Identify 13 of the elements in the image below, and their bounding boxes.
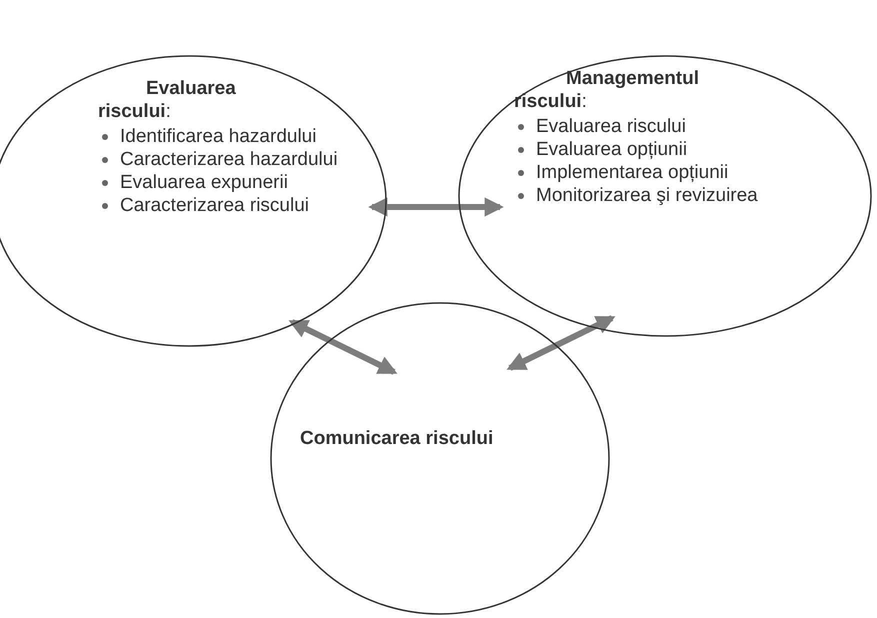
list-item: Monitorizarea şi revizuirea: [536, 185, 758, 206]
list-item: Implementarea opțiunii: [536, 162, 728, 183]
double-arrow: [368, 197, 504, 217]
double-arrow: [506, 315, 616, 371]
list-item: Caracterizarea riscului: [120, 195, 310, 216]
section-heading: Evaluarea riscului:: [98, 77, 237, 123]
list-item: Caracterizarea hazardului: [120, 149, 338, 170]
list-item: Identificarea hazardului: [120, 126, 316, 147]
double-arrow: [288, 319, 398, 375]
list-item: Evaluarea expunerii: [120, 172, 288, 193]
list-item: Evaluarea opțiunii: [536, 139, 688, 160]
list-item: Evaluarea riscului: [536, 116, 686, 137]
circle-title: Comunicarea riscului: [300, 427, 494, 450]
